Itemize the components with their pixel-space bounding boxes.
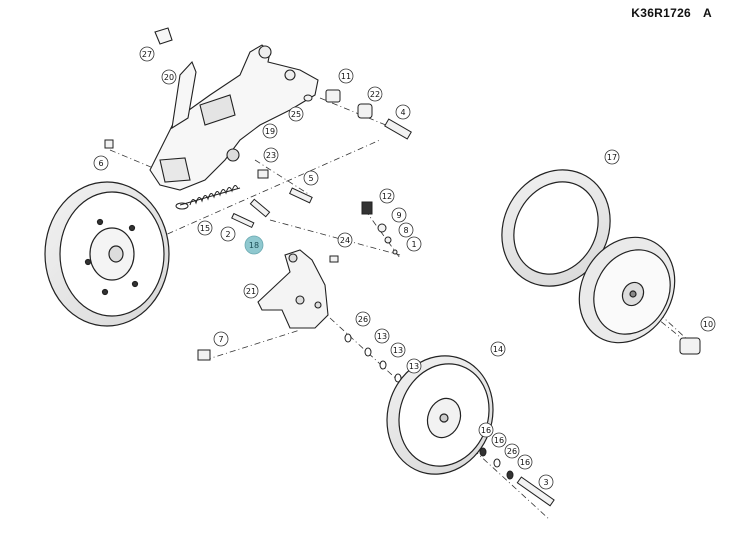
- callout-5[interactable]: 5: [303, 170, 319, 186]
- svg-text:13: 13: [377, 332, 387, 341]
- svg-text:4: 4: [400, 108, 405, 117]
- svg-text:18: 18: [249, 241, 259, 250]
- callout-16[interactable]: 16: [478, 422, 494, 438]
- callout-26[interactable]: 26: [504, 443, 520, 459]
- callout-11[interactable]: 11: [338, 68, 354, 84]
- svg-text:8: 8: [403, 226, 408, 235]
- callout-9[interactable]: 9: [391, 207, 407, 223]
- svg-text:22: 22: [370, 90, 380, 99]
- callout-1[interactable]: 1: [406, 236, 422, 252]
- svg-text:11: 11: [341, 72, 351, 81]
- callout-16[interactable]: 16: [517, 454, 533, 470]
- callouts: 27 20 11 22 4 25 19 23 6 5 12 9 8 1 15 2…: [93, 46, 716, 490]
- drawing-code: K36R1726: [631, 6, 692, 20]
- callout-24[interactable]: 24: [337, 232, 353, 248]
- svg-text:10: 10: [703, 320, 713, 329]
- svg-text:20: 20: [164, 73, 174, 82]
- callout-6[interactable]: 6: [93, 155, 109, 171]
- callout-18-highlighted[interactable]: 18: [244, 235, 264, 255]
- callout-13[interactable]: 13: [406, 358, 422, 374]
- callout-23[interactable]: 23: [263, 147, 279, 163]
- callout-4[interactable]: 4: [395, 104, 411, 120]
- svg-text:16: 16: [520, 458, 530, 467]
- drawing-revision: A: [703, 6, 712, 20]
- callout-12[interactable]: 12: [379, 188, 395, 204]
- callout-14[interactable]: 14: [490, 341, 506, 357]
- svg-text:1: 1: [411, 240, 416, 249]
- callout-7[interactable]: 7: [213, 331, 229, 347]
- svg-text:24: 24: [340, 236, 350, 245]
- gauge-wheel-arm: [149, 27, 319, 191]
- svg-text:13: 13: [393, 346, 403, 355]
- callout-21[interactable]: 21: [243, 283, 259, 299]
- svg-text:6: 6: [98, 159, 103, 168]
- svg-text:5: 5: [308, 174, 313, 183]
- drawing-number: K36R1726 A: [631, 6, 712, 20]
- svg-text:9: 9: [396, 211, 401, 220]
- svg-text:2: 2: [225, 230, 230, 239]
- callout-10[interactable]: 10: [700, 316, 716, 332]
- wheel-rim: [578, 236, 676, 344]
- callout-17[interactable]: 17: [604, 149, 620, 165]
- callout-16[interactable]: 16: [491, 432, 507, 448]
- svg-text:13: 13: [409, 362, 419, 371]
- svg-text:7: 7: [218, 335, 223, 344]
- svg-text:12: 12: [382, 192, 392, 201]
- svg-text:21: 21: [246, 287, 256, 296]
- callout-27[interactable]: 27: [139, 46, 155, 62]
- svg-text:25: 25: [291, 110, 301, 119]
- callout-8[interactable]: 8: [398, 222, 414, 238]
- callout-20[interactable]: 20: [161, 69, 177, 85]
- callout-26[interactable]: 26: [355, 311, 371, 327]
- callout-19[interactable]: 19: [262, 123, 278, 139]
- svg-text:15: 15: [200, 224, 210, 233]
- callout-13[interactable]: 13: [390, 342, 406, 358]
- fasteners: [104, 89, 701, 507]
- svg-text:14: 14: [493, 345, 503, 354]
- svg-text:27: 27: [142, 50, 152, 59]
- callout-15[interactable]: 15: [197, 220, 213, 236]
- svg-text:26: 26: [507, 447, 517, 456]
- svg-text:17: 17: [607, 153, 617, 162]
- svg-text:16: 16: [494, 436, 504, 445]
- callout-22[interactable]: 22: [367, 86, 383, 102]
- svg-text:3: 3: [543, 478, 548, 487]
- tension-spring: [175, 185, 241, 210]
- svg-text:23: 23: [266, 151, 276, 160]
- svg-text:19: 19: [265, 127, 275, 136]
- callout-3[interactable]: 3: [538, 474, 554, 490]
- tire: [501, 169, 611, 287]
- callout-13[interactable]: 13: [374, 328, 390, 344]
- callout-2[interactable]: 2: [220, 226, 236, 242]
- mounting-bracket: [257, 249, 329, 329]
- callout-25[interactable]: 25: [288, 106, 304, 122]
- gauge-wheel-left: [44, 181, 170, 327]
- svg-text:26: 26: [358, 315, 368, 324]
- svg-text:16: 16: [481, 426, 491, 435]
- closing-wheel: [386, 355, 494, 475]
